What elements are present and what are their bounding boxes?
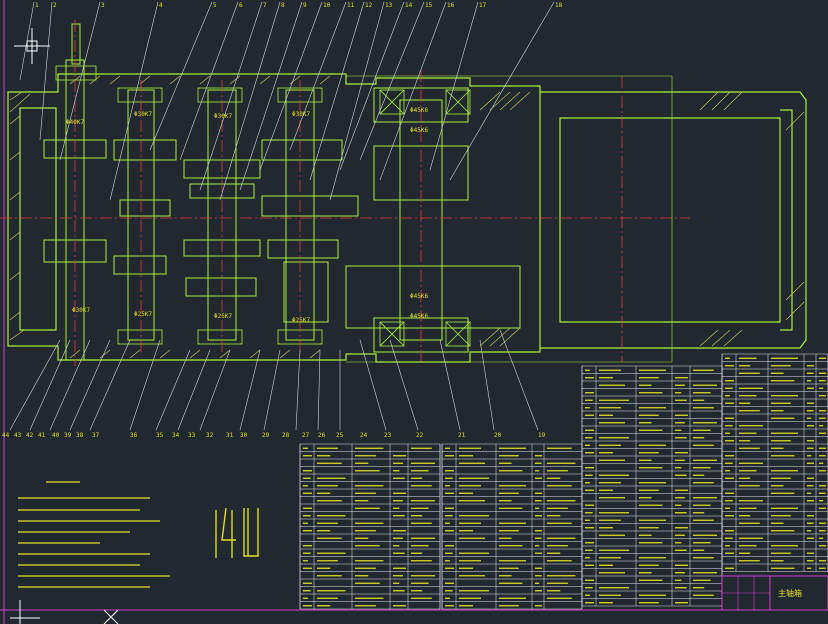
housing-hatch (9, 75, 805, 359)
balloon-10: 10 (323, 2, 331, 9)
balloon-31: 31 (226, 432, 234, 439)
crosshair-cursor-icon (14, 28, 50, 64)
balloon-14: 14 (405, 2, 413, 9)
fit-label: Φ45K6 (410, 107, 428, 114)
balloon-41: 41 (38, 432, 46, 439)
balloon-36: 36 (130, 432, 138, 439)
fit-label: Φ25K7 (214, 313, 232, 320)
balloon-35: 35 (156, 432, 164, 439)
balloon-27: 27 (302, 432, 310, 439)
balloon-29: 29 (262, 432, 270, 439)
bearings (55, 65, 471, 347)
ucs-icon (10, 600, 119, 624)
balloon-43: 43 (14, 432, 22, 439)
balloon-11: 11 (347, 2, 355, 9)
balloon-2: 2 (53, 2, 57, 9)
balloon-13: 13 (385, 2, 393, 9)
bottom-balloon-labels: 44 43 42 41 40 39 38 37 36 35 34 33 32 31 30 29 28 27 26 25… (2, 432, 546, 439)
balloon-15: 15 (425, 2, 433, 9)
balloon-17: 17 (479, 2, 487, 9)
parts-list-tables (299, 353, 828, 610)
balloon-25: 25 (336, 432, 344, 439)
fit-label: Φ45K6 (410, 313, 428, 320)
fit-label: Φ25K7 (292, 317, 310, 324)
balloon-38: 38 (76, 432, 84, 439)
fit-label: Φ30K7 (292, 111, 310, 118)
balloon-23: 23 (384, 432, 392, 439)
leader-lines (9, 1, 555, 431)
balloon-21: 21 (458, 432, 466, 439)
handwritten-scale-mark (215, 507, 259, 558)
fit-label: Φ40K7 (66, 119, 84, 126)
balloon-42: 42 (26, 432, 34, 439)
balloon-33: 33 (188, 432, 196, 439)
title-block-label: 主轴箱 (778, 588, 802, 598)
balloon-24: 24 (360, 432, 368, 439)
fit-label: Φ30K7 (72, 307, 90, 314)
balloon-37: 37 (92, 432, 100, 439)
fit-label: Φ25K7 (134, 311, 152, 318)
balloon-5: 5 (213, 2, 217, 9)
fit-label: Φ45K6 (410, 127, 428, 134)
balloon-1: 1 (35, 2, 39, 9)
balloon-44: 44 (2, 432, 10, 439)
title-block: 主轴箱 (721, 575, 828, 611)
balloon-22: 22 (416, 432, 424, 439)
balloon-7: 7 (263, 2, 267, 9)
balloon-26: 26 (318, 432, 326, 439)
dimension-lines (346, 75, 673, 363)
balloon-18: 18 (555, 2, 563, 9)
balloon-16: 16 (447, 2, 455, 9)
balloon-8: 8 (281, 2, 285, 9)
gears (43, 87, 521, 353)
balloon-39: 39 (64, 432, 72, 439)
balloon-6: 6 (239, 2, 243, 9)
balloon-30: 30 (240, 432, 248, 439)
balloon-32: 32 (206, 432, 214, 439)
balloon-40: 40 (52, 432, 60, 439)
balloon-34: 34 (172, 432, 180, 439)
technical-requirements-block (18, 481, 170, 588)
fit-label: Φ30K7 (134, 111, 152, 118)
fit-label: Φ30K7 (214, 113, 232, 120)
center-lines (0, 20, 690, 366)
fit-label: Φ45K6 (410, 293, 428, 300)
balloon-19: 19 (538, 432, 546, 439)
balloon-9: 9 (303, 2, 307, 9)
balloon-12: 12 (365, 2, 373, 9)
gearbox-housing (7, 73, 807, 363)
balloon-3: 3 (101, 2, 105, 9)
balloon-28: 28 (282, 432, 290, 439)
balloon-20: 20 (494, 432, 502, 439)
balloon-4: 4 (159, 2, 163, 9)
parts-list-text (303, 357, 826, 607)
